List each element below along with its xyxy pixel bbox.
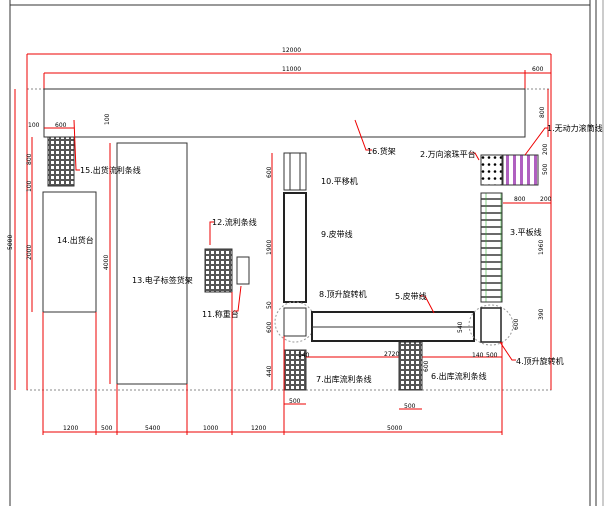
shelf-13 [116, 142, 188, 385]
table-14 [42, 191, 97, 313]
dim: 1900 [266, 240, 273, 255]
label-4: 4.顶升旋转机 [516, 356, 564, 366]
dim: 5400 [145, 425, 160, 432]
dim: 800 [514, 196, 526, 203]
label-6: 6.出库流利条线 [431, 371, 487, 381]
dim-total-width: 12000 [282, 47, 301, 54]
dim: 2720 [384, 351, 399, 358]
label-2: 2.万向滚珠平台 [420, 149, 476, 159]
dim: 140 [472, 352, 484, 359]
dim: 390 [538, 308, 545, 320]
label-9: 9.皮带线 [321, 229, 353, 239]
dim: 600 [423, 360, 430, 372]
label-10: 10.平移机 [321, 176, 358, 186]
label-16: 16.货架 [367, 146, 396, 156]
label-1: 1.无动力滚筒线 [547, 123, 603, 133]
dim: 140 [298, 352, 310, 359]
dim: 5000 [387, 425, 402, 432]
roller-1 [502, 154, 539, 186]
rotator-8 [283, 307, 307, 337]
dim: 100 [26, 180, 33, 192]
label-12: 12.流利条线 [212, 217, 257, 227]
dim: 50 [266, 301, 273, 309]
dim: 600 [55, 122, 67, 129]
rack-16 [43, 88, 526, 138]
label-3: 3.平板线 [510, 227, 542, 237]
conveyor-12 [204, 248, 233, 293]
dim-total-height: 5000 [7, 235, 14, 250]
dim: 200 [540, 196, 552, 203]
belt-9 [283, 192, 307, 303]
dim: 1000 [203, 425, 218, 432]
dim: 440 [266, 365, 273, 377]
dim-right-gap: 600 [532, 66, 544, 73]
label-11: 11.称重台 [202, 309, 239, 319]
dim: 540 [457, 321, 464, 333]
dim: 600 [266, 321, 273, 333]
label-14: 14.出货台 [57, 235, 94, 245]
label-13: 13.电子标签货架 [132, 275, 193, 285]
dim: 500 [542, 163, 549, 175]
conveyor-15 [47, 136, 75, 187]
dim: 600 [266, 166, 273, 178]
dim: 500 [486, 352, 498, 359]
bottom-dimensions: 1200 500 5400 1000 1200 5000 [42, 292, 503, 435]
dim: 800 [539, 106, 546, 118]
dim: 2000 [26, 245, 33, 260]
ball-platform-2 [480, 154, 503, 186]
dim: 500 [404, 403, 416, 410]
dim: 100 [28, 122, 40, 129]
dim: 500 [289, 398, 301, 405]
rotator-4 [480, 307, 502, 343]
dim: 1960 [538, 240, 545, 255]
shuttle-10 [283, 152, 307, 191]
label-5: 5.皮带线 [395, 291, 427, 301]
scale-11 [236, 256, 250, 285]
dim: 200 [542, 143, 549, 155]
dim: 600 [513, 318, 520, 330]
label-7: 7.出库流利条线 [316, 374, 372, 384]
dim: 800 [26, 153, 33, 165]
dim: 500 [101, 425, 113, 432]
dim: 100 [104, 113, 111, 125]
dim: 1200 [63, 425, 78, 432]
top-dimensions: 12000 11000 600 5000 [7, 47, 552, 390]
label-8: 8.顶升旋转机 [319, 289, 367, 299]
dim: 4000 [103, 255, 110, 270]
flat-conveyor-3 [480, 192, 503, 303]
dim-inner-width: 11000 [282, 66, 301, 73]
conveyor-6 [398, 341, 423, 391]
dim: 1200 [251, 425, 266, 432]
